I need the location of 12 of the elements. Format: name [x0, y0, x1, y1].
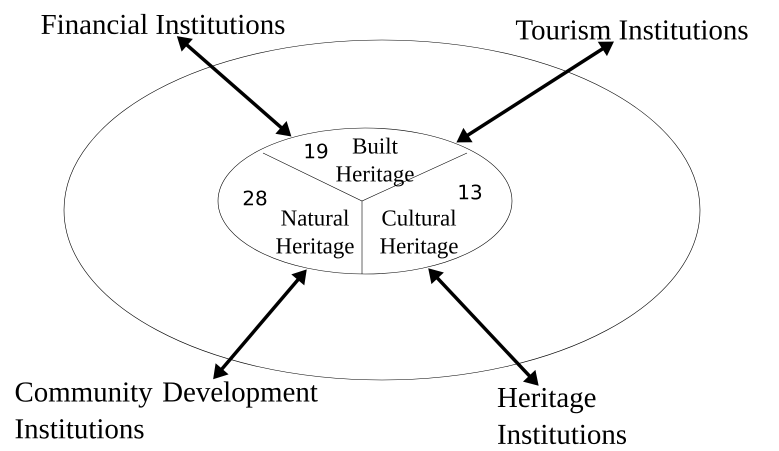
sector-number: 28 [244, 190, 266, 206]
institution-label: Financial Institutions [41, 14, 284, 34]
sector-number: 13 [460, 184, 482, 200]
institution-label: Community Development Institutions [16, 381, 318, 439]
heritage-ellipse [218, 128, 512, 274]
sector-label: Natural Heritage [276, 210, 354, 258]
institution-label: Heritage Institutions [498, 388, 626, 444]
sector-label: Cultural Heritage [380, 210, 458, 258]
institution-label: Tourism Institutions [516, 20, 748, 40]
sector-label: Built Heritage [336, 138, 414, 186]
sector-number: 19 [306, 143, 328, 159]
outer-ellipse [64, 40, 700, 380]
